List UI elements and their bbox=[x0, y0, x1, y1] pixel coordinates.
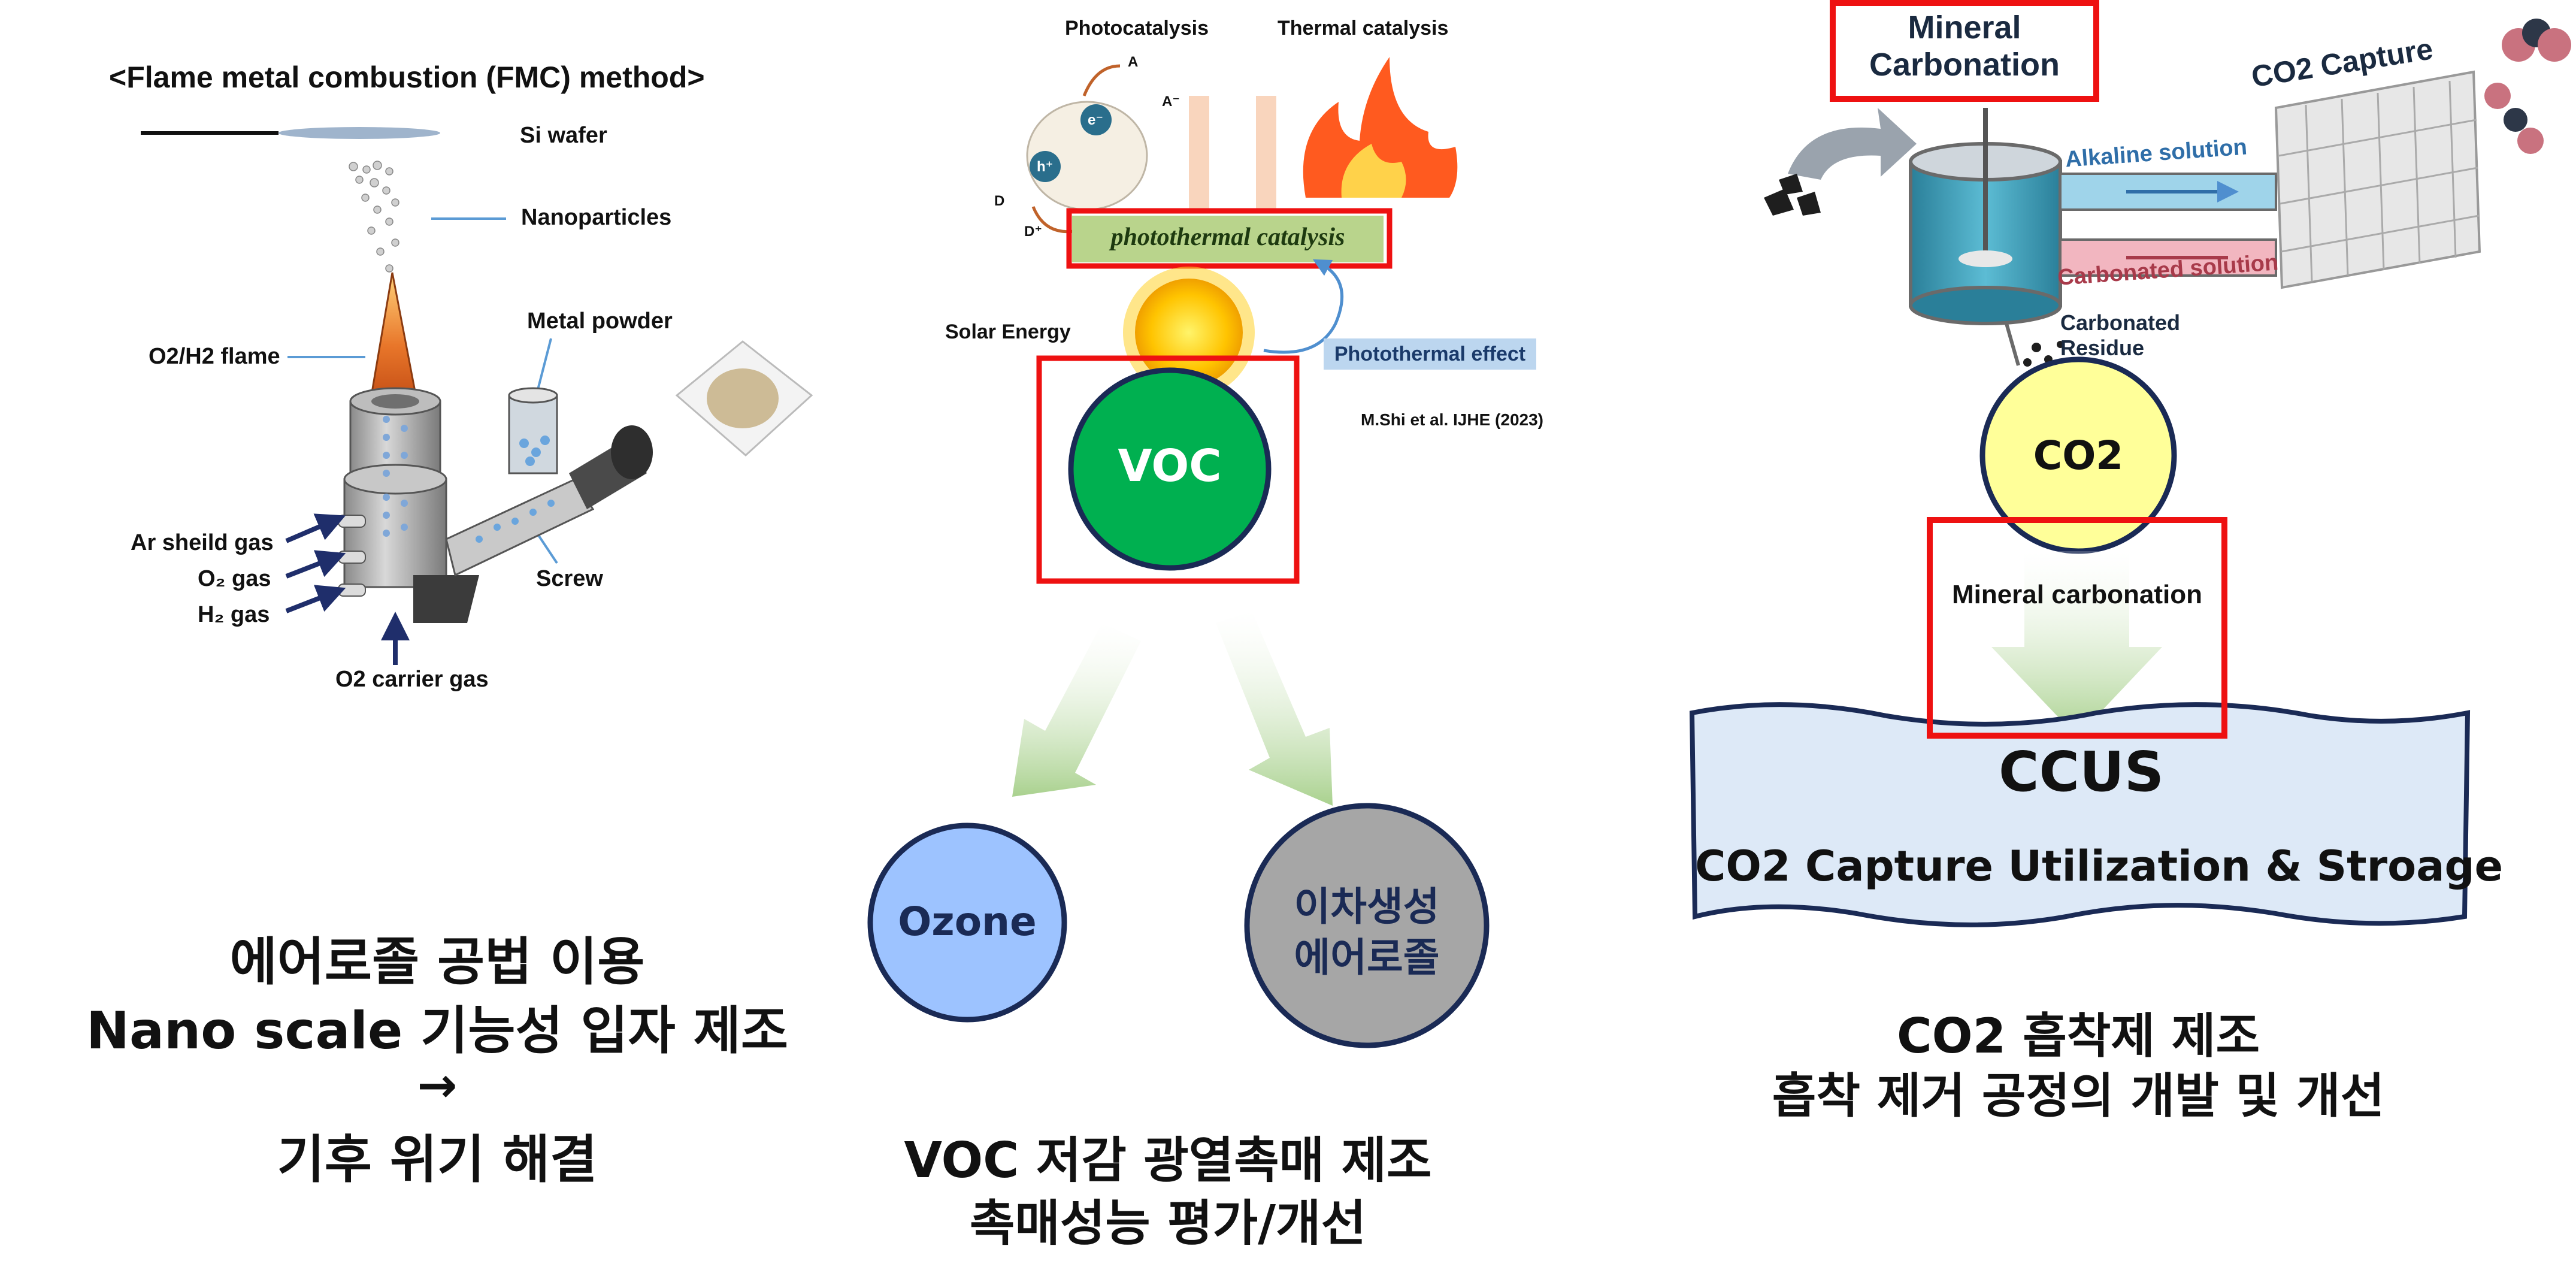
glyph-e: e⁻ bbox=[1088, 112, 1104, 128]
fmc-apparatus bbox=[141, 127, 813, 665]
metal-powder-label: Metal powder bbox=[527, 309, 673, 334]
nanoparticles-label: Nanoparticles bbox=[521, 205, 672, 230]
ccus-graphics bbox=[1689, 0, 2571, 927]
ccus-caption-line1: CO2 흡착제 제조 bbox=[1896, 1008, 2260, 1064]
fmc-caption-arrow: → bbox=[417, 1057, 458, 1113]
photothermal-catalysis-label: photothermal catalysis bbox=[1110, 223, 1345, 251]
ar-gas-label: Ar sheild gas bbox=[131, 530, 274, 555]
thermal-catalysis-label: Thermal catalysis bbox=[1278, 17, 1449, 40]
glyph-a-minus: A⁻ bbox=[1162, 93, 1180, 110]
fmc-caption-line4: 기후 위기 해결 bbox=[277, 1130, 598, 1190]
aerosol-label-line1: 이차생성 bbox=[1294, 884, 1440, 930]
ccus-subtitle: CO2 Capture Utilization & Stroage bbox=[1695, 842, 2504, 891]
carbonated-residue-label: Carbonated Residue bbox=[2060, 310, 2181, 360]
solar-energy-label: Solar Energy bbox=[945, 320, 1071, 343]
voc-caption-line1: VOC 저감 광열촉매 제조 bbox=[904, 1132, 1432, 1189]
voc-caption-line2: 촉매성능 평가/개선 bbox=[969, 1195, 1367, 1252]
co2-label: CO2 bbox=[2033, 433, 2124, 479]
carrier-gas-label: O2 carrier gas bbox=[335, 667, 489, 692]
fmc-caption-line1: 에어로졸 공법 이용 bbox=[229, 932, 645, 992]
mineral-carbonation-arrow-label: Mineral carbonation bbox=[1951, 580, 2203, 609]
screw-label: Screw bbox=[536, 566, 603, 591]
o2-gas-label: O₂ gas bbox=[198, 566, 271, 591]
fmc-title: <Flame metal combustion (FMC) method> bbox=[109, 61, 705, 94]
ozone-label: Ozone bbox=[898, 899, 1037, 945]
co2-molecule-icon bbox=[2484, 19, 2571, 154]
voc-label: VOC bbox=[1118, 440, 1222, 492]
glyph-d-plus: D⁺ bbox=[1024, 223, 1042, 240]
glyph-a: A bbox=[1128, 54, 1139, 70]
h2-gas-label: H₂ gas bbox=[198, 602, 270, 627]
si-wafer-label: Si wafer bbox=[520, 123, 607, 148]
ccus-caption-line2: 흡착 제거 공정의 개발 및 개선 bbox=[1772, 1068, 2385, 1124]
photocatalysis-label: Photocatalysis bbox=[1065, 17, 1209, 40]
fmc-caption-line2: Nano scale 기능성 입자 제조 bbox=[86, 1001, 788, 1061]
aerosol-label-line2: 에어로졸 bbox=[1294, 935, 1440, 981]
reference-label: M.Shi et al. IJHE (2023) bbox=[1361, 410, 1543, 429]
ccus-title: CCUS bbox=[1999, 740, 2164, 804]
mineral-carbonation-box-label: Mineral Carbonation bbox=[1833, 9, 2096, 83]
photothermal-effect-label: Photothermal effect bbox=[1334, 343, 1526, 365]
glyph-h: h⁺ bbox=[1037, 159, 1054, 175]
thermal-flame-icon bbox=[1303, 57, 1458, 198]
mineral-carbonation-box-text: Mineral Carbonation bbox=[1869, 10, 2060, 83]
voc-graphics bbox=[867, 57, 1536, 1048]
glyph-d: D bbox=[994, 193, 1005, 209]
flame-label: O2/H2 flame bbox=[149, 344, 280, 369]
